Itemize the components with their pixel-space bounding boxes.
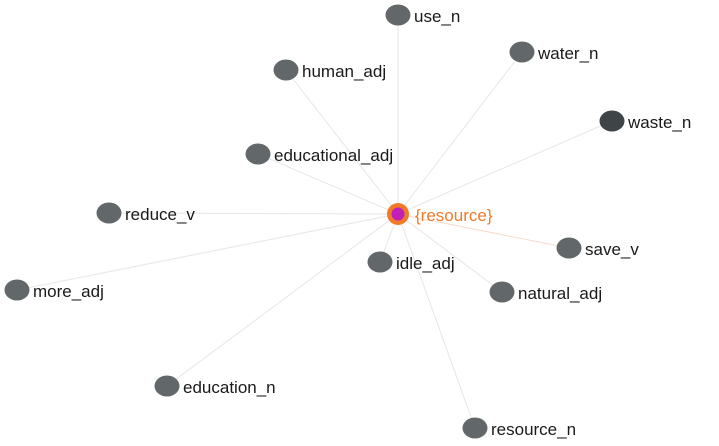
node-label-reduce_v: reduce_v bbox=[125, 205, 195, 224]
node-more_adj[interactable]: more_adj bbox=[4, 279, 104, 302]
node-water_n[interactable]: water_n bbox=[509, 41, 599, 64]
node-circle-idle_adj[interactable] bbox=[367, 251, 393, 273]
node-circle-resource_n[interactable] bbox=[462, 417, 488, 439]
edges-layer bbox=[16, 15, 613, 429]
node-circle-natural_adj[interactable] bbox=[489, 281, 515, 303]
edge-resource_n bbox=[397, 213, 476, 429]
node-label-natural_adj: natural_adj bbox=[518, 284, 602, 303]
node-natural_adj[interactable]: natural_adj bbox=[489, 281, 603, 304]
node-label-use_n: use_n bbox=[414, 7, 460, 26]
node-label-education_n: education_n bbox=[183, 378, 276, 397]
node-save_v[interactable]: save_v bbox=[556, 237, 640, 260]
center-node-label: {resource} bbox=[415, 206, 493, 225]
edge-natural_adj bbox=[397, 213, 503, 293]
node-circle-educational_adj[interactable] bbox=[245, 143, 271, 165]
edge-human_adj bbox=[285, 69, 399, 215]
node-circle-education_n[interactable] bbox=[154, 375, 180, 397]
node-label-waste_n: waste_n bbox=[627, 113, 691, 132]
node-waste_n[interactable]: waste_n bbox=[599, 110, 692, 133]
node-label-idle_adj: idle_adj bbox=[396, 254, 455, 273]
node-circle-reduce_v[interactable] bbox=[96, 202, 122, 224]
edge-reduce_v bbox=[108, 212, 399, 215]
node-circle-waste_n[interactable] bbox=[599, 110, 625, 132]
node-circle-save_v[interactable] bbox=[556, 237, 582, 259]
node-label-more_adj: more_adj bbox=[33, 282, 104, 301]
node-resource_n[interactable]: resource_n bbox=[462, 417, 577, 440]
center-node-group[interactable]: {resource} bbox=[387, 203, 493, 225]
node-circle-human_adj[interactable] bbox=[273, 59, 299, 81]
node-label-resource_n: resource_n bbox=[491, 420, 576, 439]
node-label-educational_adj: educational_adj bbox=[274, 146, 393, 165]
edge-educational_adj bbox=[257, 153, 399, 215]
node-label-save_v: save_v bbox=[585, 240, 639, 259]
node-circle-use_n[interactable] bbox=[385, 4, 411, 26]
edge-waste_n bbox=[397, 120, 613, 215]
node-circle-water_n[interactable] bbox=[509, 41, 535, 63]
node-use_n[interactable]: use_n bbox=[385, 4, 461, 27]
edge-education_n bbox=[166, 213, 399, 387]
node-label-water_n: water_n bbox=[537, 44, 598, 63]
edge-water_n bbox=[397, 51, 523, 215]
node-education_n[interactable]: education_n bbox=[154, 375, 276, 398]
node-educational_adj[interactable]: educational_adj bbox=[245, 143, 394, 166]
node-human_adj[interactable]: human_adj bbox=[273, 59, 387, 82]
node-reduce_v[interactable]: reduce_v bbox=[96, 202, 196, 225]
edge-save_v bbox=[397, 213, 570, 249]
nodes-layer: use_n water_n human_adj waste_n educational_… bbox=[4, 4, 692, 440]
center-node[interactable] bbox=[391, 207, 405, 221]
edge-more_adj bbox=[16, 213, 399, 291]
node-label-human_adj: human_adj bbox=[302, 62, 386, 81]
node-idle_adj[interactable]: idle_adj bbox=[367, 251, 455, 274]
node-circle-more_adj[interactable] bbox=[4, 279, 30, 301]
